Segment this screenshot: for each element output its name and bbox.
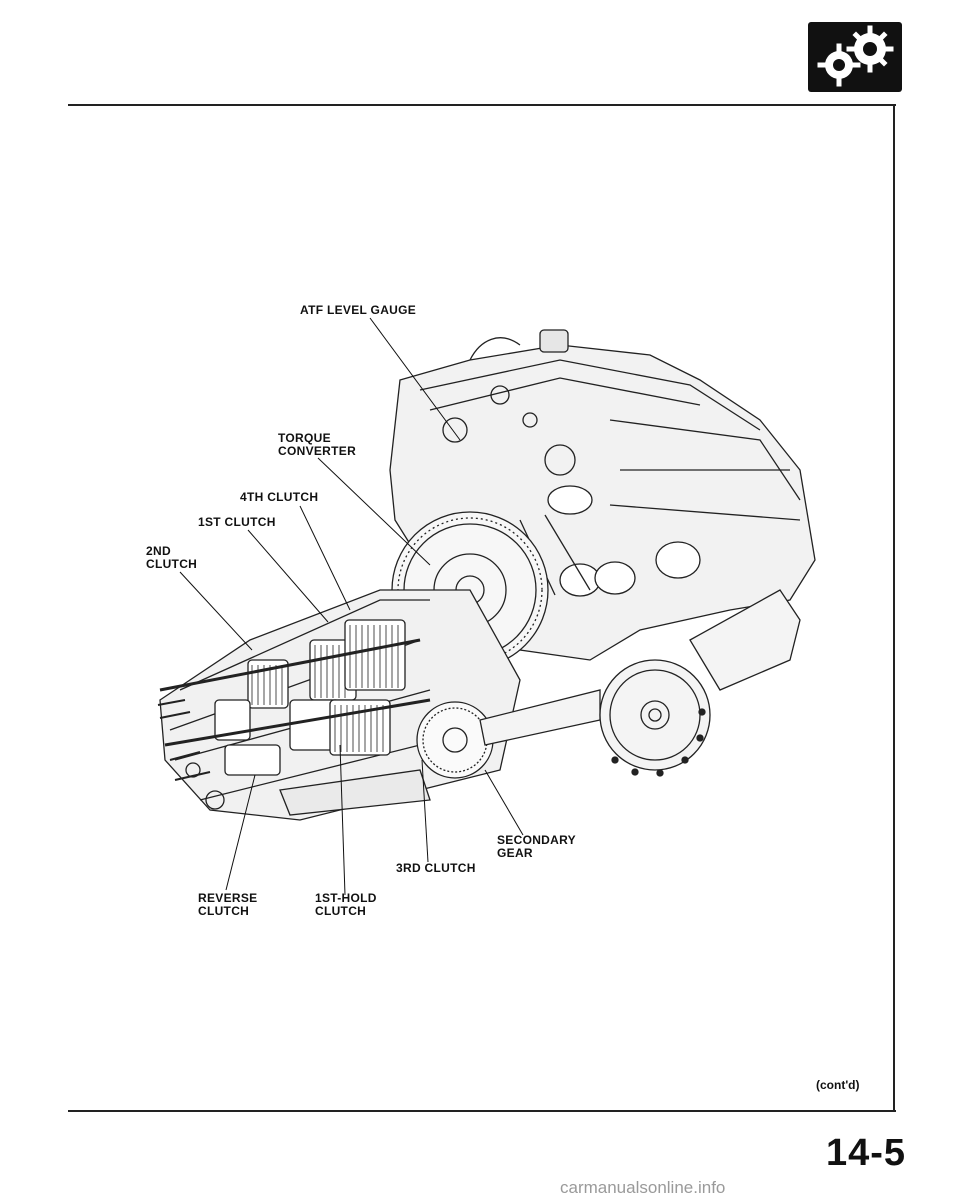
watermark: carmanualsonline.info — [560, 1178, 726, 1197]
label-4th-clutch: 4TH CLUTCH — [240, 490, 319, 504]
top-rule — [68, 104, 896, 106]
label-torque-converter: TORQUE CONVERTER — [278, 431, 357, 458]
label-3rd-clutch: 3RD CLUTCH — [396, 861, 476, 875]
gears-icon — [808, 22, 902, 92]
page-number: 14-5 — [826, 1132, 907, 1174]
bottom-rule — [68, 1110, 896, 1112]
label-1st-clutch: 1ST CLUTCH — [198, 515, 276, 529]
label-atf-level-gauge: ATF LEVEL GAUGE — [300, 303, 417, 317]
label-2nd-clutch: 2ND CLUTCH — [146, 544, 198, 571]
right-rule — [893, 104, 895, 1112]
label-reverse-clutch: REVERSE CLUTCH — [198, 891, 258, 918]
label-1st-hold-clutch: 1ST-HOLD CLUTCH — [315, 891, 377, 918]
continued-note: (cont'd) — [816, 1078, 860, 1092]
label-secondary-gear: SECONDARY GEAR — [497, 833, 576, 860]
leader-lines — [179, 317, 524, 896]
